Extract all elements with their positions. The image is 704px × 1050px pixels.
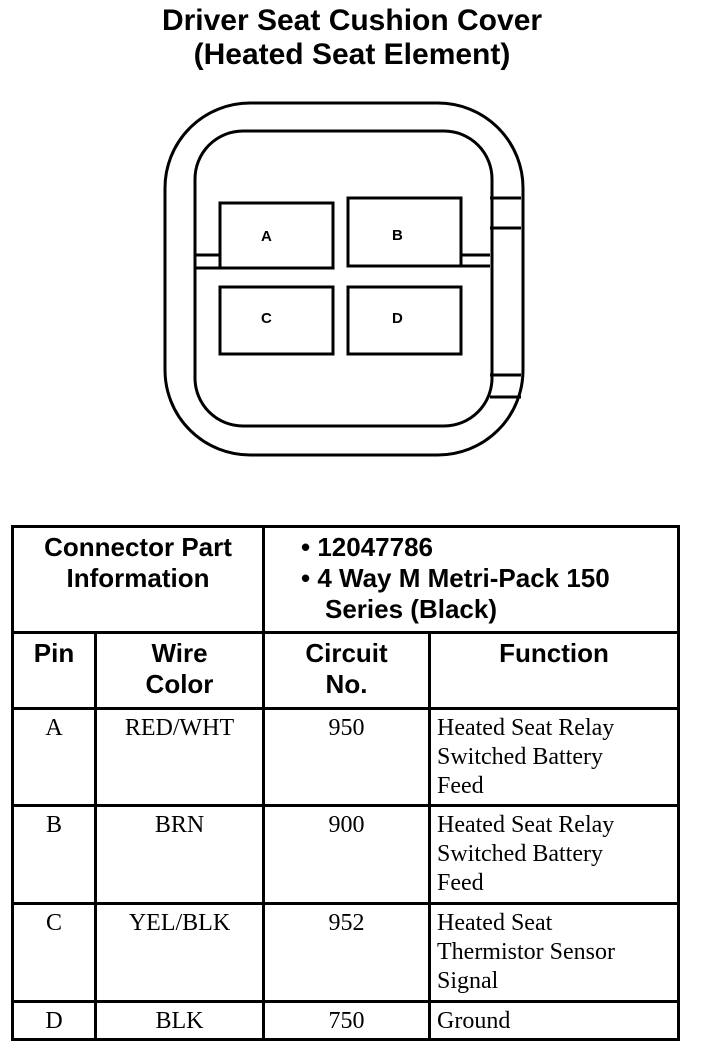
pin-label-d: D — [392, 310, 403, 327]
pin-cavity-d — [346, 285, 463, 356]
function-line: Signal — [437, 968, 499, 994]
connector-latch — [490, 196, 521, 399]
header-wire-color-line-2: Color — [145, 669, 214, 699]
part-series: • 4 Way M Metri-Pack 150 Series (Black) — [301, 563, 610, 624]
pin-label-b: B — [392, 227, 403, 244]
table-row: C YEL/BLK 952 Heated Seat Thermistor Sen… — [11, 902, 681, 1003]
diagram-title-line-2: (Heated Seat Element) — [193, 38, 511, 71]
connector-face-diagram: A B C D — [163, 101, 525, 457]
header-row: Pin Wire Color Circuit No. Function — [11, 631, 681, 710]
table-row: D BLK 750 Ground — [11, 1000, 681, 1041]
table-row: A RED/WHT 950 Heated Seat Relay Switched… — [11, 707, 681, 807]
pin-label-a: A — [261, 228, 272, 245]
function-line: Feed — [437, 870, 484, 896]
cell-function: Heated Seat Thermistor Sensor Signal — [427, 902, 681, 1003]
pin-cavity-a — [218, 201, 335, 270]
pin-cavity-b — [346, 196, 463, 268]
header-wire-color: Wire Color — [94, 631, 265, 710]
header-circuit-line-2: No. — [325, 669, 368, 699]
pin-cavity-c — [218, 285, 335, 356]
part-number: • 12047786 — [301, 532, 434, 562]
part-info-label-line-1: Connector Part — [44, 532, 232, 562]
part-info-label: Connector Part Information — [11, 525, 265, 634]
function-line: Thermistor Sensor — [437, 939, 615, 965]
part-series-text: 4 Way M Metri-Pack 150 Series (Black) — [317, 563, 610, 624]
function-line: Heated Seat Relay — [437, 812, 615, 838]
cell-circuit: 750 — [262, 1000, 431, 1041]
diagram-title-line-1: Driver Seat Cushion Cover — [161, 4, 543, 37]
part-info-label-line-2: Information — [66, 563, 210, 593]
connector-outer-shell — [163, 101, 525, 457]
cell-circuit: 952 — [262, 902, 431, 1003]
pin-label-c: C — [261, 310, 272, 327]
header-circuit-no: Circuit No. — [262, 631, 431, 710]
cell-circuit: 900 — [262, 804, 431, 905]
cell-wire-color: YEL/BLK — [94, 902, 265, 1003]
function-line: Switched Battery — [437, 841, 603, 867]
cell-wire-color: BRN — [94, 804, 265, 905]
header-wire-color-line-1: Wire — [151, 638, 208, 668]
cell-function: Ground — [427, 1000, 681, 1041]
cell-pin: C — [11, 902, 97, 1003]
cell-function: Heated Seat Relay Switched Battery Feed — [427, 707, 681, 807]
cell-circuit: 950 — [262, 707, 431, 807]
function-line: Heated Seat Relay — [437, 715, 615, 741]
cell-wire-color: RED/WHT — [94, 707, 265, 807]
cell-pin: D — [11, 1000, 97, 1041]
function-line: Feed — [437, 773, 484, 799]
connector-info-table: Connector Part Information • 12047786 • … — [11, 525, 681, 1041]
part-info-values: • 12047786 • 4 Way M Metri-Pack 150 Seri… — [261, 525, 681, 634]
header-function: Function — [427, 631, 681, 710]
cell-pin: B — [11, 804, 97, 905]
cell-function: Heated Seat Relay Switched Battery Feed — [427, 804, 681, 905]
part-number-text: 12047786 — [317, 532, 434, 562]
header-circuit-line-1: Circuit — [305, 638, 388, 668]
connector-inner-shell — [193, 129, 494, 428]
function-line: Heated Seat — [437, 910, 553, 936]
cavity-stubs — [195, 253, 490, 270]
function-line: Switched Battery — [437, 744, 603, 770]
cell-wire-color: BLK — [94, 1000, 265, 1041]
part-info-row: Connector Part Information • 12047786 • … — [11, 525, 681, 634]
header-pin: Pin — [11, 631, 97, 710]
cell-pin: A — [11, 707, 97, 807]
table-row: B BRN 900 Heated Seat Relay Switched Bat… — [11, 804, 681, 905]
function-line: Ground — [437, 1008, 511, 1034]
